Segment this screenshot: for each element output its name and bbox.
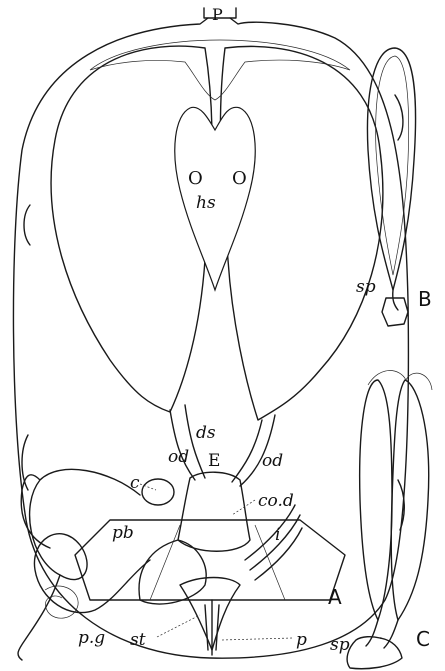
ovary-crown [90, 40, 350, 100]
label-pb: pb [112, 523, 134, 543]
leader-line [157, 615, 200, 637]
label-pg: p.g [78, 628, 105, 648]
label-od-right: od [262, 451, 283, 471]
label-O-right: O [232, 168, 247, 189]
label-C: C [416, 627, 430, 651]
i-appendage [245, 505, 302, 580]
figure-b: sp B [356, 48, 432, 326]
label-i: i [275, 525, 280, 545]
poison-gland-duct [18, 575, 60, 660]
spermatheca [142, 479, 174, 505]
common-oviduct [178, 472, 250, 551]
lower-plate-line [150, 525, 285, 600]
figure-a: P O O hs ds E od od c co.d pb i p.g st p… [13, 5, 408, 660]
left-ovary [51, 46, 212, 412]
body-notch [24, 205, 30, 245]
label-ds: ds [196, 423, 216, 443]
sting-apparatus [180, 578, 240, 651]
label-c: c [130, 473, 140, 493]
sp-knob-b [382, 298, 408, 326]
label-hs: hs [196, 193, 216, 213]
body-notch [395, 95, 403, 140]
label-P: P [212, 5, 223, 24]
right-ovary [220, 46, 382, 420]
leader-line [222, 638, 292, 640]
figure-c: sp C [330, 370, 432, 668]
sting-shaft [205, 600, 219, 655]
label-p: p [296, 630, 307, 650]
label-st: st [130, 630, 146, 650]
label-E: E [208, 451, 220, 471]
gland-c-left [360, 380, 392, 620]
label-sp-C: sp [330, 635, 350, 655]
label-B: B [418, 287, 432, 311]
label-sp-B: sp [356, 277, 376, 297]
poison-gland-coil [45, 586, 78, 618]
label-O-left: O [188, 168, 203, 189]
sp-c [347, 637, 402, 669]
gland-c-right [391, 380, 428, 620]
duct-b [393, 290, 398, 310]
label-cod: co.d [258, 491, 294, 511]
label-od-left: od [168, 447, 189, 467]
pb-gland [139, 540, 206, 604]
gland-loop-b [367, 48, 415, 290]
label-A: A [328, 585, 342, 609]
